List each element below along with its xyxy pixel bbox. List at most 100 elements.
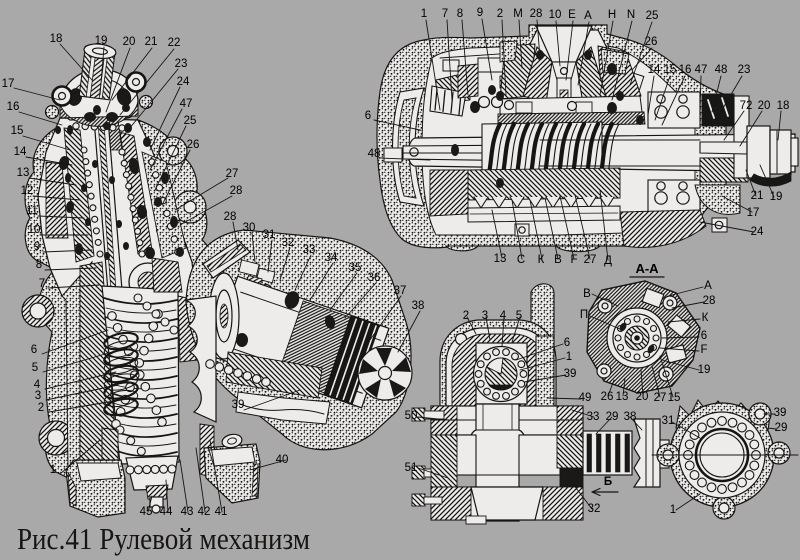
svg-text:11: 11 — [26, 205, 38, 217]
svg-text:С: С — [517, 254, 525, 266]
svg-text:А: А — [584, 10, 592, 22]
svg-text:2: 2 — [497, 8, 503, 20]
svg-text:40: 40 — [276, 454, 289, 466]
svg-text:17: 17 — [747, 207, 760, 219]
svg-text:28: 28 — [230, 185, 243, 197]
svg-text:45: 45 — [140, 506, 153, 518]
svg-text:15: 15 — [668, 392, 681, 404]
svg-text:25: 25 — [646, 10, 659, 22]
svg-text:41: 41 — [215, 506, 228, 518]
svg-text:29: 29 — [775, 422, 788, 434]
svg-text:1: 1 — [670, 504, 676, 516]
svg-text:42: 42 — [198, 506, 211, 518]
svg-text:13: 13 — [17, 167, 30, 179]
svg-text:26: 26 — [601, 391, 614, 403]
svg-text:К: К — [702, 312, 709, 324]
svg-text:Б: Б — [604, 476, 612, 488]
svg-text:10: 10 — [28, 224, 41, 236]
svg-text:6: 6 — [31, 344, 37, 356]
svg-text:20: 20 — [123, 36, 136, 48]
svg-text:48: 48 — [715, 64, 728, 76]
svg-text:14: 14 — [648, 64, 661, 76]
svg-text:1: 1 — [566, 351, 572, 363]
svg-text:15: 15 — [11, 125, 24, 137]
svg-text:20: 20 — [636, 391, 649, 403]
svg-text:14: 14 — [14, 146, 27, 158]
svg-text:1: 1 — [421, 8, 427, 20]
svg-text:30: 30 — [243, 222, 256, 234]
svg-text:Е: Е — [568, 9, 576, 21]
svg-text:А: А — [704, 280, 712, 292]
svg-text:К: К — [538, 254, 545, 266]
svg-text:23: 23 — [738, 64, 751, 76]
svg-text:2: 2 — [38, 402, 44, 414]
svg-text:13: 13 — [616, 391, 629, 403]
svg-text:19: 19 — [698, 364, 711, 376]
svg-text:33: 33 — [303, 244, 316, 256]
svg-text:26: 26 — [645, 36, 658, 48]
svg-text:31: 31 — [662, 415, 675, 427]
svg-text:35: 35 — [349, 262, 362, 274]
svg-text:Н: Н — [608, 9, 616, 21]
svg-text:6: 6 — [564, 337, 570, 349]
svg-text:20: 20 — [758, 100, 771, 112]
svg-text:39: 39 — [774, 407, 787, 419]
svg-text:5: 5 — [32, 362, 38, 374]
svg-text:19: 19 — [95, 35, 108, 47]
svg-text:13: 13 — [494, 253, 507, 265]
svg-text:10: 10 — [549, 9, 562, 21]
svg-text:24: 24 — [751, 226, 764, 238]
svg-text:А-А: А-А — [635, 261, 659, 276]
svg-text:18: 18 — [50, 33, 63, 45]
svg-text:37: 37 — [394, 285, 407, 297]
svg-text:72: 72 — [740, 100, 753, 112]
svg-text:27: 27 — [226, 168, 239, 180]
svg-text:43: 43 — [181, 506, 194, 518]
svg-text:50: 50 — [405, 410, 418, 422]
svg-text:3: 3 — [482, 310, 488, 322]
svg-text:21: 21 — [751, 190, 764, 202]
svg-text:9: 9 — [477, 7, 483, 19]
svg-text:6: 6 — [701, 330, 707, 342]
svg-text:31: 31 — [263, 229, 276, 241]
svg-text:7: 7 — [39, 278, 45, 290]
svg-text:38: 38 — [412, 300, 425, 312]
svg-text:22: 22 — [168, 37, 181, 49]
svg-text:3: 3 — [35, 390, 41, 402]
svg-text:16: 16 — [679, 64, 692, 76]
svg-text:17: 17 — [2, 78, 15, 90]
svg-text:4: 4 — [34, 379, 41, 391]
svg-text:N: N — [627, 9, 635, 21]
svg-text:В: В — [554, 254, 562, 266]
svg-text:27: 27 — [584, 254, 597, 266]
svg-text:2: 2 — [463, 310, 469, 322]
svg-text:27: 27 — [654, 392, 667, 404]
svg-text:49: 49 — [579, 392, 592, 404]
svg-text:М: М — [513, 8, 523, 20]
svg-text:28: 28 — [703, 295, 716, 307]
svg-text:28: 28 — [224, 211, 237, 223]
svg-text:19: 19 — [770, 191, 783, 203]
svg-text:34: 34 — [325, 252, 338, 264]
svg-text:В: В — [583, 288, 591, 300]
svg-text:П: П — [580, 309, 588, 321]
svg-text:48: 48 — [368, 148, 381, 160]
svg-text:39: 39 — [232, 399, 245, 411]
svg-text:44: 44 — [160, 506, 173, 518]
svg-text:36: 36 — [368, 272, 381, 284]
svg-text:39: 39 — [564, 368, 577, 380]
svg-text:9: 9 — [34, 241, 40, 253]
svg-text:18: 18 — [777, 100, 790, 112]
svg-text:Рис.41 Рулевой механизм: Рис.41 Рулевой механизм — [17, 521, 310, 556]
svg-text:28: 28 — [530, 8, 543, 20]
svg-text:51: 51 — [405, 462, 418, 474]
svg-text:24: 24 — [177, 76, 190, 88]
svg-text:5: 5 — [516, 310, 522, 322]
svg-text:32: 32 — [588, 503, 601, 515]
svg-text:47: 47 — [180, 98, 193, 110]
svg-text:F: F — [570, 254, 577, 266]
svg-text:47: 47 — [695, 64, 708, 76]
svg-text:8: 8 — [36, 259, 42, 271]
svg-text:32: 32 — [282, 237, 295, 249]
svg-text:23: 23 — [175, 58, 188, 70]
